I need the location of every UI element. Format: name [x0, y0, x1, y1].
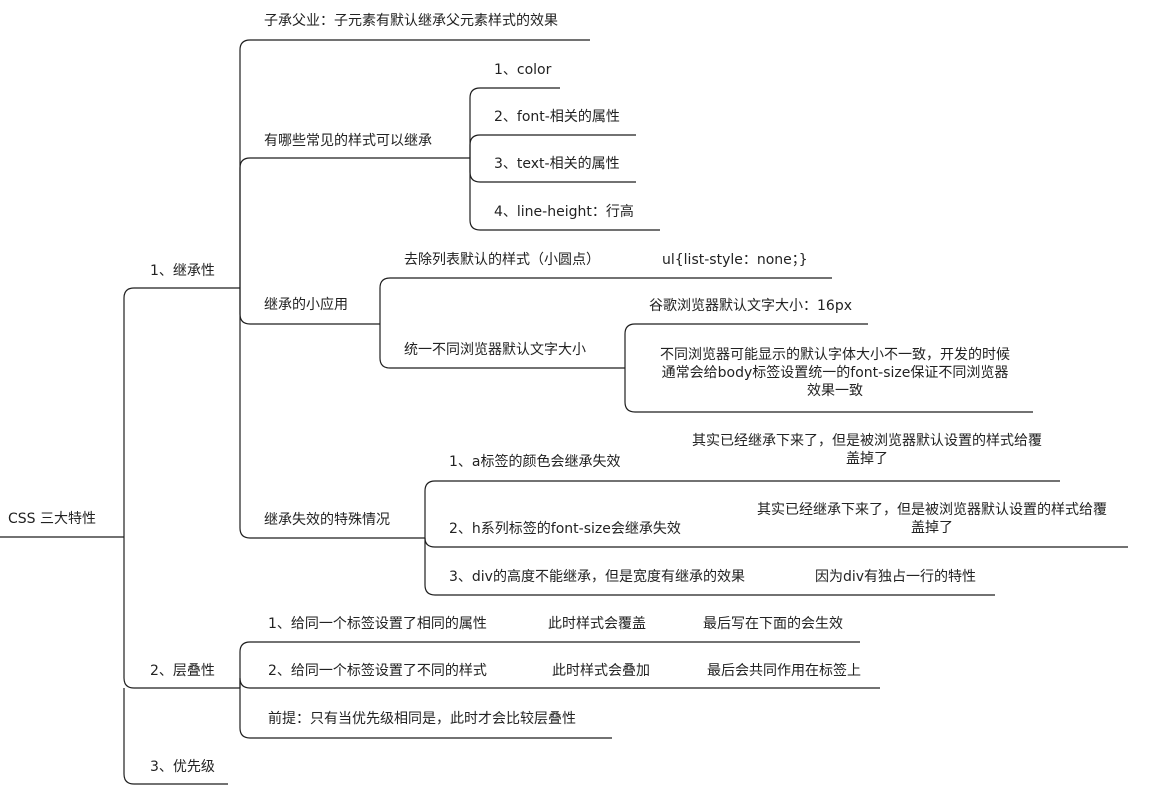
node-diff-style-result[interactable]: 最后会共同作用在标签上: [707, 663, 861, 679]
note-line: 盖掉了: [846, 451, 888, 467]
node-common-item[interactable]: 3、text-相关的属性: [494, 156, 620, 172]
branch-a-tag: [424, 480, 1060, 538]
branch-h-tag: [424, 537, 1128, 548]
note-line: 效果一致: [807, 383, 863, 399]
node-diff-style-effect[interactable]: 此时样式会叠加: [552, 663, 650, 679]
node-unify-font[interactable]: 统一不同浏览器默认文字大小: [404, 342, 586, 358]
branch-font: [469, 134, 636, 158]
branch-inheritance: [123, 287, 240, 537]
node-div-note[interactable]: 因为div有独占一行的特性: [815, 569, 977, 585]
note-line: 盖掉了: [911, 520, 953, 536]
node-h-tag[interactable]: 2、h系列标签的font-size会继承失效: [449, 521, 681, 537]
node-common-item[interactable]: 2、font-相关的属性: [494, 109, 620, 125]
node-chrome-default[interactable]: 谷歌浏览器默认文字大小：16px: [649, 298, 852, 314]
node-h-note[interactable]: 其实已经继承下来了，但是被浏览器默认设置的样式给覆 盖掉了: [737, 501, 1127, 537]
note-line: 其实已经继承下来了，但是被浏览器默认设置的样式给覆: [757, 502, 1107, 518]
node-common-item[interactable]: 4、line-height：行高: [494, 204, 634, 220]
node-unify-note[interactable]: 不同浏览器可能显示的默认字体大小不一致，开发的时候 通常会给body标签设置统一…: [640, 346, 1030, 400]
root-node[interactable]: CSS 三大特性: [8, 511, 96, 527]
node-same-attr[interactable]: 1、给同一个标签设置了相同的属性: [268, 616, 487, 632]
note-line: 通常会给body标签设置统一的font-size保证不同浏览器: [661, 365, 1009, 381]
branch-premise: [239, 688, 612, 739]
node-same-attr-result[interactable]: 最后写在下面的会生效: [703, 616, 843, 632]
node-premise[interactable]: 前提：只有当优先级相同是，此时才会比较层叠性: [268, 711, 576, 727]
node-remove-list[interactable]: 去除列表默认的样式（小圆点）: [404, 252, 600, 268]
node-diff-style[interactable]: 2、给同一个标签设置了不同的样式: [268, 663, 487, 679]
node-a-note[interactable]: 其实已经继承下来了，但是被浏览器默认设置的样式给覆 盖掉了: [672, 432, 1062, 468]
branch-diff-style: [239, 677, 880, 689]
note-line: 不同浏览器可能显示的默认字体大小不一致，开发的时候: [660, 347, 1010, 363]
branch-div: [424, 538, 995, 596]
node-div[interactable]: 3、div的高度不能继承，但是宽度有继承的效果: [449, 569, 745, 585]
branch-line-height: [469, 158, 660, 231]
node-intro[interactable]: 子承父业：子元素有默认继承父元素样式的效果: [264, 13, 558, 29]
branch-priority: [123, 688, 228, 785]
branch-unify-note: [624, 368, 1033, 413]
node-a-tag[interactable]: 1、a标签的颜色会继承失效: [449, 454, 621, 470]
node-inheritance[interactable]: 1、继承性: [150, 263, 215, 279]
node-apps[interactable]: 继承的小应用: [264, 297, 348, 313]
node-cascade[interactable]: 2、层叠性: [150, 663, 215, 679]
note-line: 其实已经继承下来了，但是被浏览器默认设置的样式给覆: [692, 433, 1042, 449]
branch-same-attr: [239, 641, 860, 688]
branch-cascade: [123, 537, 240, 689]
branch-color: [469, 87, 560, 158]
branch-chrome: [624, 323, 868, 368]
node-special[interactable]: 继承失效的特殊情况: [264, 512, 390, 528]
branch-unify: [379, 324, 625, 369]
branch-remove-list: [379, 277, 832, 324]
branch-intro: [239, 39, 590, 288]
node-priority[interactable]: 3、优先级: [150, 759, 215, 775]
node-same-attr-effect[interactable]: 此时样式会覆盖: [548, 616, 646, 632]
branch-common: [239, 157, 470, 288]
branch-special: [239, 288, 425, 539]
node-common[interactable]: 有哪些常见的样式可以继承: [264, 133, 432, 149]
node-remove-list-code[interactable]: ul{list-style：none；}: [662, 252, 808, 268]
node-common-item[interactable]: 1、color: [494, 62, 552, 78]
